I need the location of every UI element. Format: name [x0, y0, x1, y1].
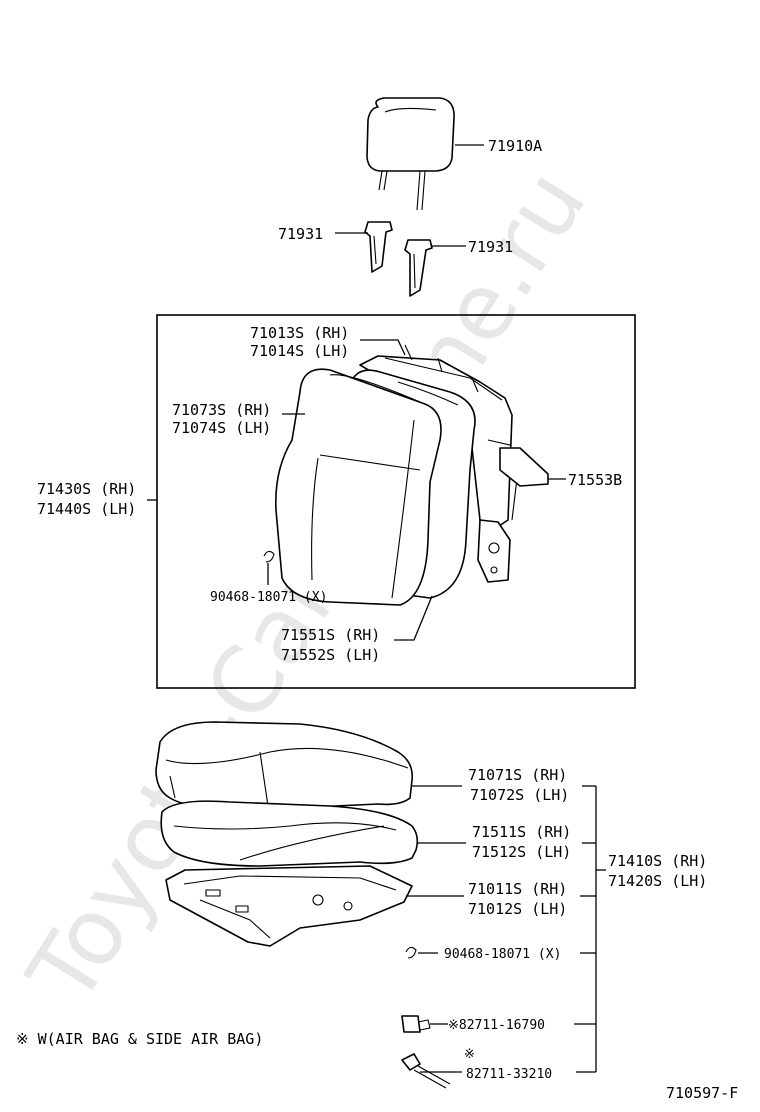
- footnote: ※ W(AIR BAG & SIDE AIR BAG): [16, 1030, 263, 1048]
- label-cushion-cover-rh: 71071S (RH): [468, 766, 567, 784]
- headrest-guide-left: [364, 221, 393, 273]
- seat-back-frame-part: [359, 344, 519, 529]
- label-cushion-assy-lh: 71420S (LH): [608, 872, 707, 890]
- label-wire-b: 82711-33210: [466, 1067, 552, 1082]
- seat-cushion-cover-part: [155, 721, 414, 811]
- label-back-frame-rh: 71013S (RH): [250, 324, 349, 342]
- label-cushion-cover-lh: 71072S (LH): [470, 786, 569, 804]
- wire-clip-part: [401, 1015, 431, 1033]
- headrest-guide-right: [404, 239, 433, 297]
- label-back-frame-lh: 71014S (LH): [250, 342, 349, 360]
- label-cushion-pad-rh: 71511S (RH): [472, 823, 571, 841]
- cushion-assembly-bracket: [574, 785, 606, 1073]
- label-guide-left: 71931: [278, 225, 323, 243]
- bracket-part: [477, 447, 549, 583]
- label-back-pad-lh: 71552S (LH): [281, 646, 380, 664]
- seat-cushion-frame-part: [165, 865, 413, 947]
- label-cushion-assy-rh: 71410S (RH): [608, 852, 707, 870]
- label-headrest: 71910A: [488, 137, 542, 155]
- label-back-clip: 90468-18071 (X): [210, 590, 327, 605]
- wire-harness-part: [401, 1053, 451, 1089]
- label-back-pad-rh: 71551S (RH): [281, 626, 380, 644]
- label-cushion-frame-lh: 71012S (LH): [468, 900, 567, 918]
- seat-back-cover-part: [275, 368, 442, 606]
- label-back-assy-rh: 71430S (RH): [37, 480, 136, 498]
- label-cushion-frame-rh: 71011S (RH): [468, 880, 567, 898]
- cushion-clip-part: [405, 946, 417, 959]
- label-wire-clip-a: ※82711-16790: [448, 1018, 545, 1033]
- label-bracket: 71553B: [568, 471, 622, 489]
- label-cushion-clip: 90468-18071 (X): [444, 947, 561, 962]
- seat-back-assembly-box: [156, 314, 636, 689]
- label-wire-mark: ※: [464, 1047, 475, 1062]
- diagram-id: 710597-F: [666, 1084, 738, 1102]
- label-back-cover-lh: 71074S (LH): [172, 419, 271, 437]
- label-guide-right: 71931: [468, 238, 513, 256]
- seat-cushion-pad-part: [160, 800, 419, 867]
- label-back-assy-lh: 71440S (LH): [37, 500, 136, 518]
- back-clip-part: [263, 550, 275, 563]
- label-cushion-pad-lh: 71512S (LH): [472, 843, 571, 861]
- headrest-part: [366, 97, 455, 211]
- label-back-cover-rh: 71073S (RH): [172, 401, 271, 419]
